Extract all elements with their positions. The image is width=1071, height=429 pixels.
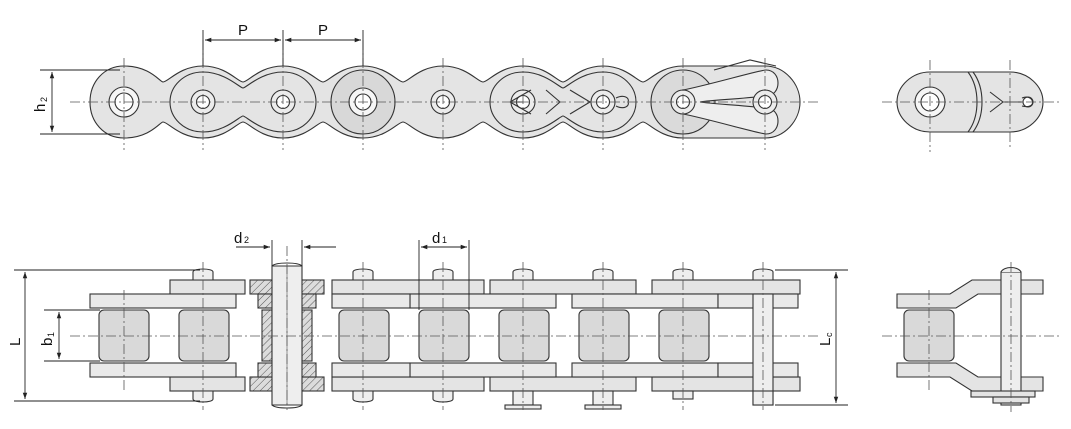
b1-dimension	[44, 309, 100, 362]
svg-text:c: c	[824, 332, 834, 337]
svg-text:L: L	[7, 338, 24, 346]
centerlines-end-top	[882, 60, 1060, 152]
svg-text:2: 2	[39, 97, 49, 102]
svg-text:2: 2	[244, 235, 249, 245]
svg-text:h: h	[32, 104, 49, 112]
d2-dimension	[236, 240, 336, 266]
pitch-label: P	[238, 22, 248, 39]
pitch-dimension	[202, 30, 364, 66]
svg-text:d: d	[234, 230, 242, 247]
d1-dimension	[418, 240, 470, 310]
h2-dimension	[40, 69, 120, 135]
svg-text:1: 1	[442, 235, 447, 245]
length-label: L	[7, 338, 24, 346]
cotter-pin	[569, 89, 592, 115]
pins	[192, 268, 774, 410]
svg-text:b: b	[39, 338, 56, 346]
svg-text:1: 1	[46, 332, 56, 337]
pitch-label: P	[318, 22, 328, 39]
inner-plates	[89, 293, 799, 378]
offset-link-side-view	[896, 71, 1044, 133]
h2-label: h 2	[32, 97, 49, 112]
clip-tab	[713, 59, 777, 71]
centerlines-plan	[70, 246, 818, 410]
length-dimension	[14, 269, 200, 402]
rollers	[98, 309, 710, 362]
svg-text:d: d	[432, 230, 440, 247]
d1-label: d 1	[432, 230, 447, 247]
b1-label: b 1	[39, 332, 56, 346]
d2-label: d 2	[234, 230, 249, 247]
lc-label: L c	[817, 332, 834, 346]
svg-text:L: L	[817, 338, 834, 346]
lc-dimension	[775, 269, 848, 406]
centerlines-end-plan	[882, 262, 1060, 412]
